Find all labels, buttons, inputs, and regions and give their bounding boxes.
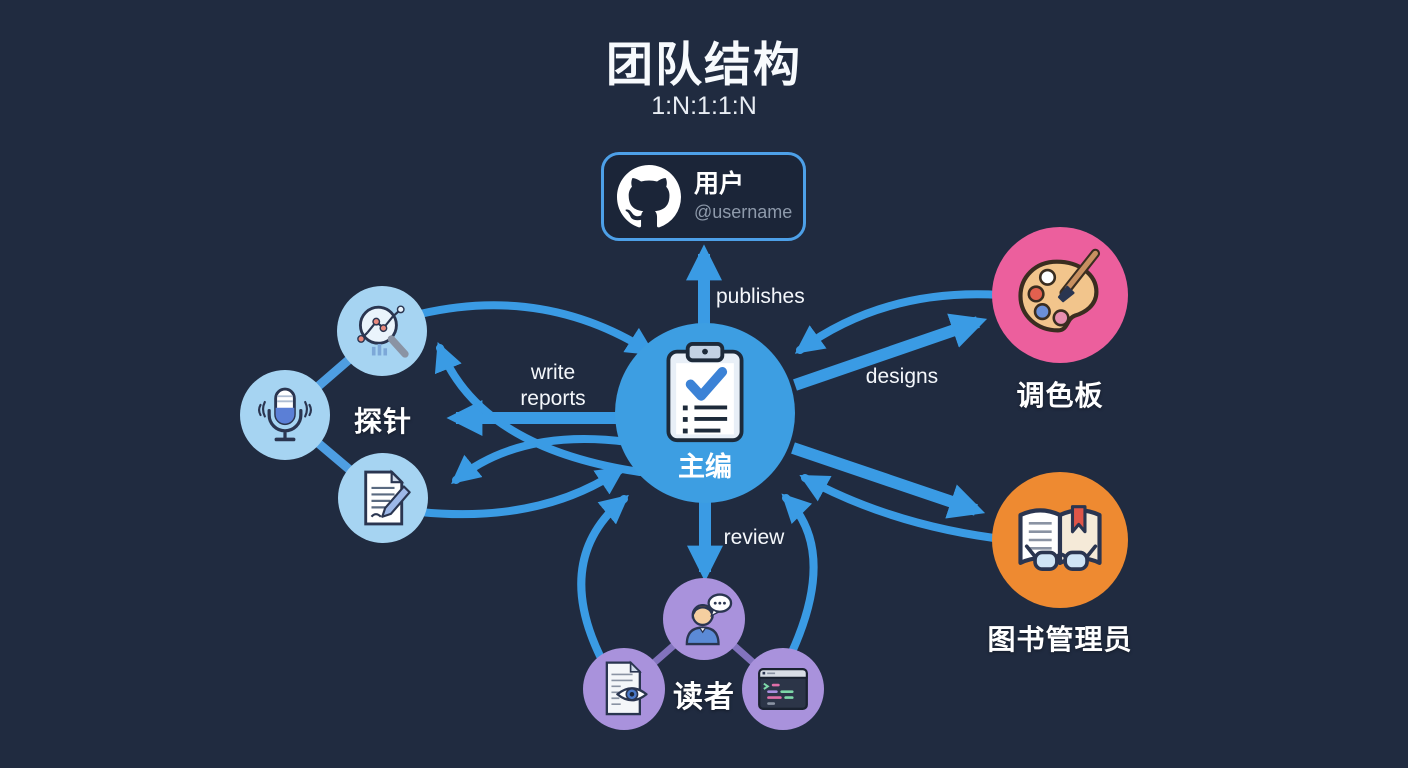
node-probe-analytics <box>337 286 427 376</box>
node-probe-writing <box>338 453 428 543</box>
edge-writing-to-editor-curve <box>416 466 626 519</box>
node-librarian <box>992 472 1128 608</box>
write-reports-edge-label: write reports <box>520 361 586 410</box>
microphone-icon <box>258 387 312 442</box>
reader-label: 读者 <box>673 681 735 714</box>
user-handle: @username <box>694 202 793 223</box>
clipboard-check-icon <box>666 342 744 443</box>
paint-palette-icon <box>1018 248 1101 333</box>
node-reader-coder <box>742 648 824 730</box>
edge-librarian-to-editor-curve <box>799 474 1014 544</box>
document-eye-icon <box>605 660 648 716</box>
code-editor-icon <box>758 668 808 710</box>
edge-palette-to-editor-curve <box>794 290 1004 354</box>
node-probe-audio <box>240 370 330 460</box>
edge-editor-to-writing-curve <box>451 435 632 485</box>
document-signature-icon <box>364 469 411 526</box>
open-book-glasses-icon <box>1018 505 1102 571</box>
palette-label: 调色板 <box>1016 380 1104 411</box>
ratio-subtitle: 1:N:1:1:N <box>651 92 757 120</box>
edge-coder-to-editor-curve <box>781 493 818 656</box>
librarian-label: 图书管理员 <box>987 624 1133 655</box>
magnifier-analytics-icon <box>357 305 409 358</box>
editor-label: 主编 <box>678 452 732 482</box>
publishes-edge-label: publishes <box>716 285 805 308</box>
edge-analytics-to-editor-curve <box>416 301 656 356</box>
node-reader-viewer <box>583 648 665 730</box>
edge-to-librarian-arrow <box>791 442 986 519</box>
node-reader-commenter <box>663 578 745 660</box>
review-edge-label: review <box>723 526 785 549</box>
user-name: 用户 <box>694 170 745 199</box>
designs-edge-label: designs <box>865 365 939 388</box>
user-card: 用户 @username <box>601 152 806 241</box>
edge-viewer-to-editor-curve <box>577 494 629 660</box>
probe-label: 探针 <box>353 406 412 437</box>
page-title: 团队结构 <box>606 38 802 91</box>
github-icon <box>617 164 681 227</box>
person-comment-icon <box>685 593 733 646</box>
node-palette <box>992 227 1128 363</box>
node-editor: 主编 <box>615 323 795 503</box>
